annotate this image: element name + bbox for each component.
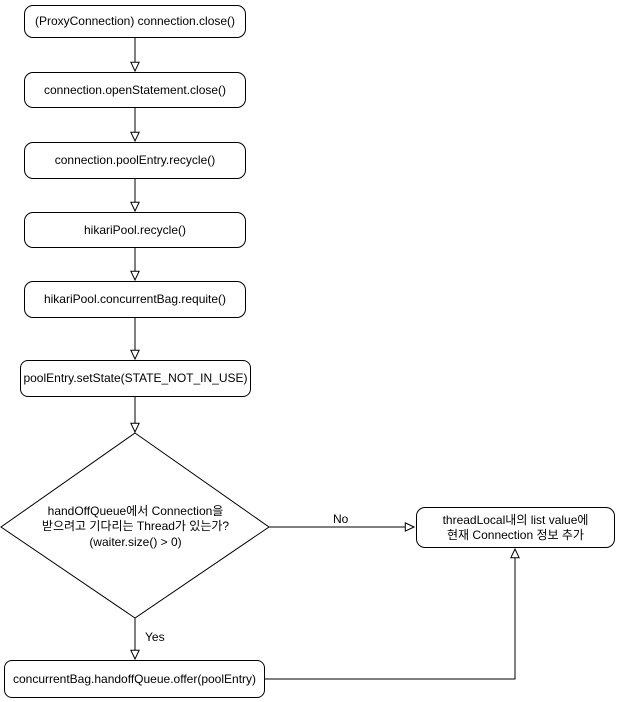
node-label: (ProxyConnection) connection.close() [34, 14, 236, 28]
node-label: hikariPool.concurrentBag.requite() [43, 292, 227, 306]
decision-line-1: handOffQueue에서 Connection을 [47, 503, 224, 518]
node-hikari-pool-recycle: hikariPool.recycle() [24, 212, 246, 248]
node-proxy-connection-close: (ProxyConnection) connection.close() [24, 5, 246, 38]
node-handoff-queue-offer: concurrentBag.handoffQueue.offer(poolEnt… [4, 660, 265, 698]
node-label-line-2: 현재 Connection 정보 추가 [447, 527, 584, 542]
edge-label-no: No [331, 512, 351, 527]
edge-label-yes: Yes [143, 630, 167, 645]
node-label-line-1: threadLocal내의 list value에 [442, 512, 589, 527]
node-decision-waiting-thread: handOffQueue에서 Connection을 받으려고 기다리는 Thr… [20, 500, 251, 554]
node-label: concurrentBag.handoffQueue.offer(poolEnt… [12, 671, 257, 686]
decision-line-3: (waiter.size() > 0) [89, 534, 182, 549]
node-label: hikariPool.recycle() [83, 222, 187, 237]
decision-line-2: 받으려고 기다리는 Thread가 있는가? [41, 519, 230, 534]
node-pool-entry-recycle: connection.poolEntry.recycle() [24, 142, 246, 179]
node-thread-local-add: threadLocal내의 list value에 현재 Connection … [416, 507, 615, 548]
edge-offer-to-threadlocal [265, 549, 515, 680]
node-open-statement-close: connection.openStatement.close() [24, 72, 246, 108]
node-label: poolEntry.setState(STATE_NOT_IN_USE) [23, 371, 248, 385]
node-label: connection.openStatement.close() [43, 82, 227, 97]
node-set-state-not-in-use: poolEntry.setState(STATE_NOT_IN_USE) [20, 360, 251, 397]
node-label: connection.poolEntry.recycle() [54, 153, 216, 167]
node-concurrent-bag-requite: hikariPool.concurrentBag.requite() [24, 281, 246, 318]
